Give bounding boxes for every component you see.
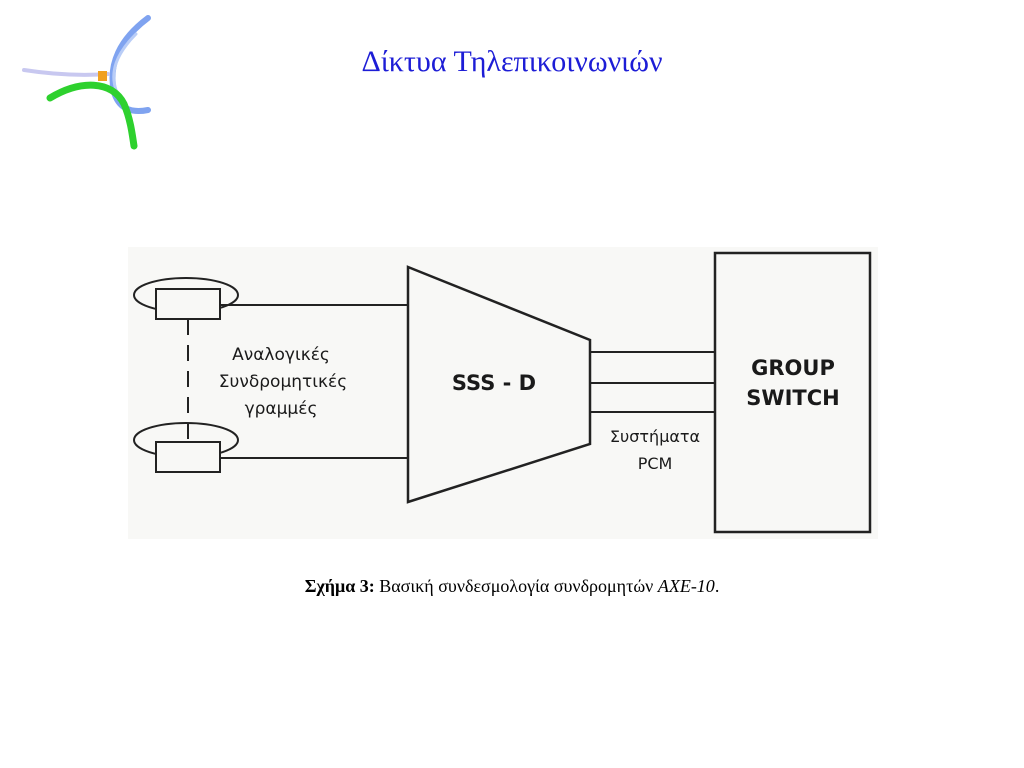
label-sss-d: SSS - D (452, 371, 536, 395)
caption-text: Βασική συνδεσμολογία συνδρομητών (374, 576, 658, 596)
page-title: Δίκτυα Τηλεπικοινωνιών (361, 45, 663, 78)
sss-d-block (406, 265, 592, 504)
caption-end: . (714, 576, 720, 596)
figure-caption: Σχήμα 3: Βασική συνδεσμολογία συνδρομητώ… (0, 576, 1024, 597)
label-analog-1: Αναλογικές (232, 345, 330, 365)
label-pcm-1: Συστήματα (610, 427, 700, 446)
label-group: GROUP (751, 356, 835, 380)
logo-star-swoosh-icon (22, 15, 151, 150)
label-pcm-2: PCM (638, 454, 673, 473)
label-analog-2: Συνδρομητικές (219, 372, 347, 392)
label-switch: SWITCH (746, 386, 839, 410)
caption-system: AXE-10 (657, 576, 715, 596)
group-switch-block (713, 251, 872, 534)
label-analog-3: γραμμές (245, 399, 318, 419)
caption-label: Σχήμα 3: (304, 576, 375, 596)
diagram-svg: Αναλογικές Συνδρομητικές γραμμές SSS - D… (133, 251, 872, 534)
pcm-links (590, 351, 715, 413)
subscriber-line-top (133, 277, 408, 320)
figure-diagram: Αναλογικές Συνδρομητικές γραμμές SSS - D… (128, 247, 878, 539)
subscriber-line-bottom (133, 422, 408, 473)
